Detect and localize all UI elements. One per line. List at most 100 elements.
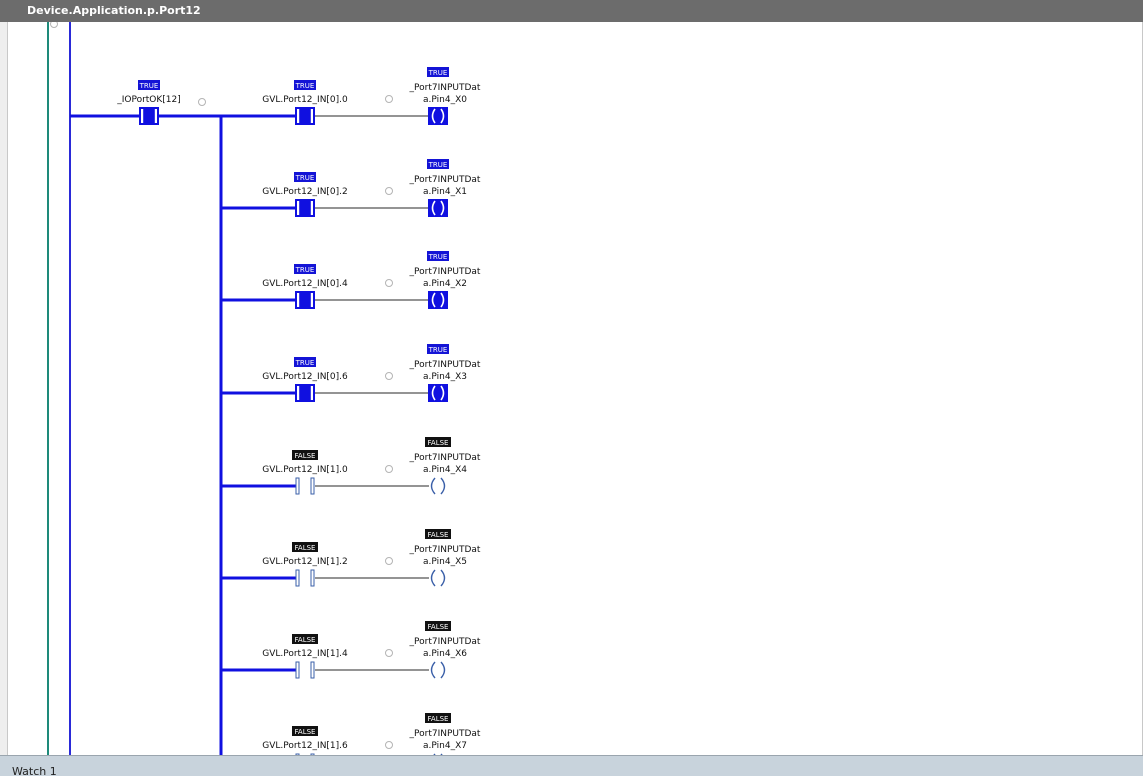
branch-7-contact-state-bg xyxy=(292,726,318,736)
branch-3-contact-radio[interactable] xyxy=(385,372,393,380)
branch-5-contact-state: FALSE xyxy=(295,544,316,552)
branch-1-coil[interactable] xyxy=(428,199,448,217)
branch-0-contact[interactable] xyxy=(295,107,315,125)
branch-7-contact-bar-right xyxy=(310,753,315,755)
branch-5-contact-label: GVL.Port12_IN[1].2 xyxy=(262,557,348,567)
branch-2-coil-arc-right xyxy=(440,292,445,308)
branch-1-contact-bar-right xyxy=(310,201,313,215)
first-contact-bar-left xyxy=(141,109,144,123)
branch-7-coil-label-2: a.Pin4_X7 xyxy=(423,741,467,751)
first-contact[interactable] xyxy=(139,107,159,125)
branch-3-coil-state: TRUE xyxy=(428,346,448,354)
branch-6-coil-label-1: _Port7INPUTDat xyxy=(409,637,481,647)
branch-3-contact[interactable] xyxy=(295,384,315,402)
branch-3-contact-bar-right xyxy=(310,386,313,400)
branch-2-contact-bar-right xyxy=(310,293,313,307)
branch-5-contact-bar-right xyxy=(310,569,315,587)
branch-1-coil-label-2: a.Pin4_X1 xyxy=(423,187,467,197)
branch-2-coil-label-1: _Port7INPUTDat xyxy=(409,267,481,277)
branch-1-contact[interactable] xyxy=(295,199,315,217)
branch-7-coil-state: FALSE xyxy=(428,715,449,723)
branch-2-coil[interactable] xyxy=(428,291,448,309)
branch-4-contact-state: FALSE xyxy=(295,452,316,460)
branch-3-coil-arc-left xyxy=(431,385,436,401)
branch-4-contact-bar-left xyxy=(295,477,300,495)
branch-5-coil-label-1: _Port7INPUTDat xyxy=(409,545,481,555)
branch-6-contact-radio[interactable] xyxy=(385,649,393,657)
branch-0-contact-label: GVL.Port12_IN[0].0 xyxy=(262,95,348,105)
first-contact-bar-right xyxy=(154,109,157,123)
first-contact-state: TRUE xyxy=(139,82,159,90)
branch-7-contact-label: GVL.Port12_IN[1].6 xyxy=(262,741,348,751)
branch-1-coil-label-1: _Port7INPUTDat xyxy=(409,175,481,185)
branch-2-contact-bar-left xyxy=(297,293,300,307)
branch-5-coil-arc-left xyxy=(430,569,436,587)
branch-4-coil-label-1: _Port7INPUTDat xyxy=(409,453,481,463)
branch-5-contact-bar-left xyxy=(295,569,300,587)
branch-1-contact-label: GVL.Port12_IN[0].2 xyxy=(262,187,348,197)
branch-3-contact-state-bg xyxy=(294,357,316,367)
branch-1-coil-arc-right xyxy=(440,200,445,216)
branch-6-contact-state-bg xyxy=(292,634,318,644)
branch-5-coil-label-2: a.Pin4_X5 xyxy=(423,557,467,567)
branch-7-coil-label-1: _Port7INPUTDat xyxy=(409,729,481,739)
branch-7-contact-state: FALSE xyxy=(295,728,316,736)
branch-6-contact-state: FALSE xyxy=(295,636,316,644)
branch-6-coil-arc-right xyxy=(440,661,446,679)
branch-5-coil-arc-right xyxy=(440,569,446,587)
branch-0-contact-bar-right xyxy=(310,109,313,123)
branch-5-coil-state-bg xyxy=(425,529,451,539)
branch-4-contact-label: GVL.Port12_IN[1].0 xyxy=(262,465,348,475)
branch-2-contact-state-bg xyxy=(294,264,316,274)
rung-marker[interactable] xyxy=(50,22,58,28)
branch-2-coil-label-2: a.Pin4_X2 xyxy=(423,279,467,289)
first-contact-radio[interactable] xyxy=(198,98,206,106)
watch-bar: Watch 1 xyxy=(0,755,1143,778)
branch-2-contact-label: GVL.Port12_IN[0].4 xyxy=(262,279,348,289)
branch-0-coil-state: TRUE xyxy=(428,69,448,77)
branch-0-coil-arc-left xyxy=(431,108,436,124)
first-contact-label: _IOPortOK[12] xyxy=(116,95,181,105)
branch-3-coil[interactable] xyxy=(428,384,448,402)
branch-1-contact-radio[interactable] xyxy=(385,187,393,195)
branch-1-coil-state: TRUE xyxy=(428,161,448,169)
branch-1-contact-bar-left xyxy=(297,201,300,215)
branch-6-contact-bar-left xyxy=(295,661,300,679)
branch-4-coil-state: FALSE xyxy=(428,439,449,447)
branch-7-coil-state-bg xyxy=(425,713,451,723)
ladder-diagram[interactable]: TRUE_IOPortOK[12]TRUEGVL.Port12_IN[0].0T… xyxy=(0,22,1136,755)
editor-title: Device.Application.p.Port12 xyxy=(27,4,201,17)
branch-2-coil-state-bg xyxy=(427,251,449,261)
branch-5-contact-state-bg xyxy=(292,542,318,552)
branch-4-coil-arc-right xyxy=(440,477,446,495)
branch-7-contact-radio[interactable] xyxy=(385,741,393,749)
branch-2-contact[interactable] xyxy=(295,291,315,309)
branch-5-contact-radio[interactable] xyxy=(385,557,393,565)
branch-2-contact-radio[interactable] xyxy=(385,279,393,287)
branch-7-contact-bar-left xyxy=(295,753,300,755)
branch-0-contact-bar-left xyxy=(297,109,300,123)
branch-6-contact-label: GVL.Port12_IN[1].4 xyxy=(262,649,348,659)
branch-6-coil-arc-left xyxy=(430,661,436,679)
branch-1-contact-state: TRUE xyxy=(295,174,315,182)
branch-0-coil-label-2: a.Pin4_X0 xyxy=(423,95,467,105)
branch-0-contact-state: TRUE xyxy=(295,82,315,90)
branch-3-contact-state: TRUE xyxy=(295,359,315,367)
first-contact-state-bg xyxy=(138,80,160,90)
branch-6-coil-state: FALSE xyxy=(428,623,449,631)
watch-tab[interactable]: Watch 1 xyxy=(12,765,57,778)
branch-0-contact-radio[interactable] xyxy=(385,95,393,103)
branch-1-coil-state-bg xyxy=(427,159,449,169)
branch-4-coil-state-bg xyxy=(425,437,451,447)
editor-left-gutter xyxy=(0,22,8,755)
branch-0-coil[interactable] xyxy=(428,107,448,125)
editor-title-bar: Device.Application.p.Port12 xyxy=(0,0,1143,22)
branch-4-contact-radio[interactable] xyxy=(385,465,393,473)
branch-1-coil-arc-left xyxy=(431,200,436,216)
branch-6-coil-label-2: a.Pin4_X6 xyxy=(423,649,467,659)
branch-4-contact-bar-right xyxy=(310,477,315,495)
branch-0-coil-state-bg xyxy=(427,67,449,77)
branch-6-contact-bar-right xyxy=(310,661,315,679)
branch-3-coil-state-bg xyxy=(427,344,449,354)
